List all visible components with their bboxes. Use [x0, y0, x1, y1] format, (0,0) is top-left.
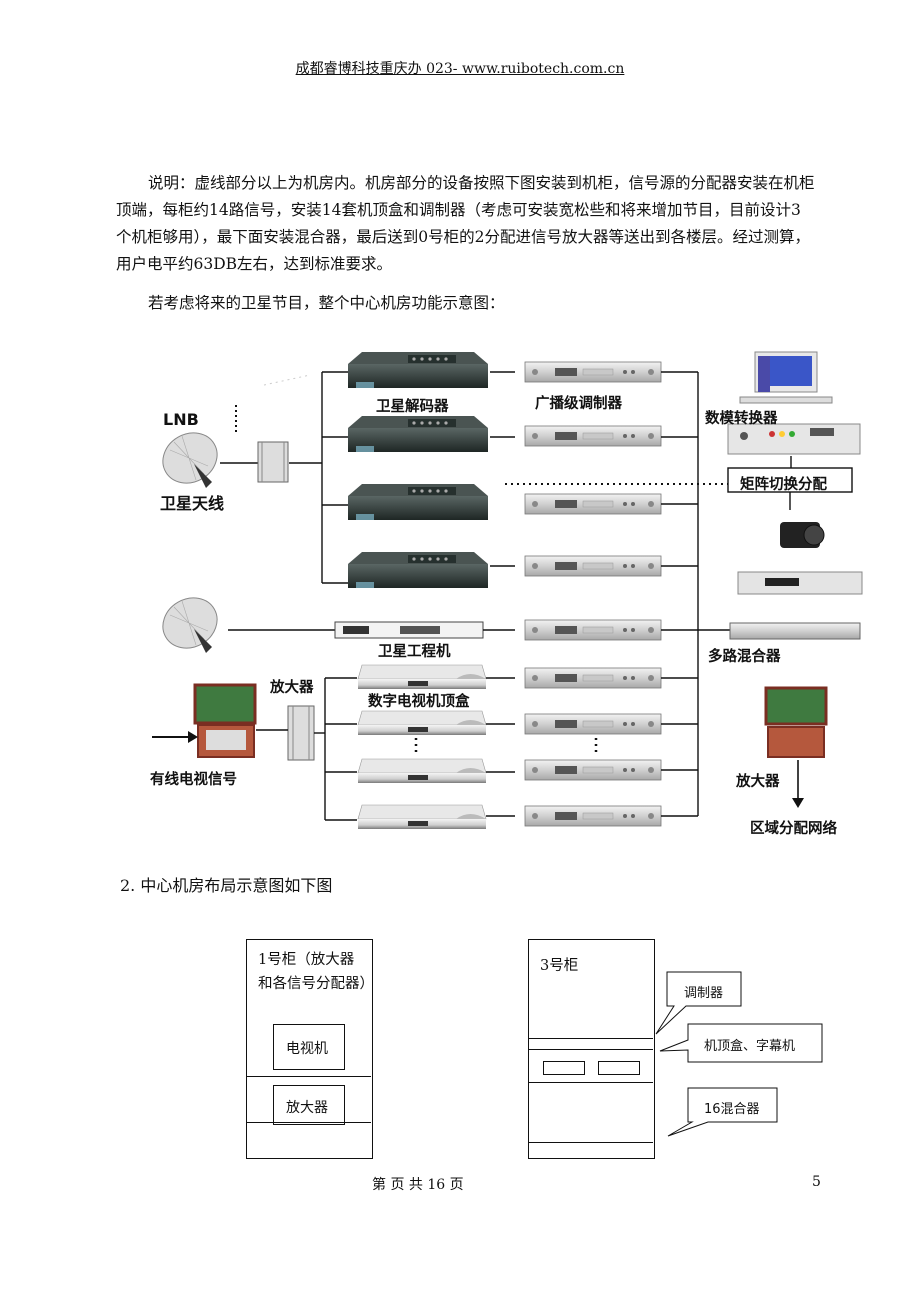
stb-slot-1	[543, 1061, 585, 1075]
satellite-engineering-label: 卫星工程机	[378, 644, 451, 660]
da-converter-label: 数模转换器	[705, 411, 778, 427]
broadcast-modulator-label: 广播级调制器	[535, 396, 622, 412]
cabinet-3-divider-3	[529, 1082, 653, 1083]
footer-page-number: 5	[812, 1174, 821, 1190]
footer-page-count: 第 页 共 16 页	[372, 1177, 464, 1193]
cabinet-1-label: 1号柜（放大器和各信号分配器）	[258, 952, 374, 992]
cabinet-3-label: 3号柜	[540, 958, 579, 974]
amplifier-right-label: 放大器	[736, 774, 780, 790]
lnb-label: LNB	[163, 410, 199, 429]
satellite-intro-paragraph: 若考虑将来的卫星节目，整个中心机房功能示意图：	[116, 290, 816, 317]
matrix-switch-label: 矩阵切换分配	[740, 477, 827, 493]
stb-slot-2	[598, 1061, 640, 1075]
description-text: 说明：虚线部分以上为机房内。机房部分的设备按照下图安装到机柜，信号源的分配器安装…	[116, 174, 815, 273]
satellite-antenna-label: 卫星天线	[160, 494, 225, 513]
cabinet-1-divider-1	[247, 1076, 371, 1077]
tv-label: 电视机	[286, 1041, 328, 1057]
modulator-callout: 调制器	[684, 986, 724, 1001]
amp-box	[273, 1085, 345, 1125]
satellite-intro-text: 若考虑将来的卫星节目，整个中心机房功能示意图：	[148, 294, 505, 312]
stb-subtitle-callout: 机顶盒、字幕机	[704, 1039, 796, 1054]
satellite-decoder-label: 卫星解码器	[376, 399, 449, 415]
cabinet-1-divider-2	[247, 1122, 371, 1123]
cabinet-3-divider-4	[529, 1142, 653, 1143]
regional-network-label: 区域分配网络	[750, 821, 837, 837]
cabinet-3-divider-2	[529, 1049, 653, 1050]
tv-box	[273, 1024, 345, 1070]
description-paragraph: 说明：虚线部分以上为机房内。机房部分的设备按照下图安装到机柜，信号源的分配器安装…	[116, 170, 816, 278]
mixer16-callout: 16混合器	[704, 1102, 760, 1117]
cable-signal-label: 有线电视信号	[150, 772, 237, 788]
cabinet-3-divider-1	[529, 1038, 653, 1039]
header-text: 成都睿博科技重庆办 023- www.ruibotech.com.cn	[295, 61, 625, 77]
amp-label: 放大器	[286, 1100, 328, 1116]
page-header: 成都睿博科技重庆办 023- www.ruibotech.com.cn	[0, 58, 920, 78]
amplifier-left-label: 放大器	[270, 680, 314, 696]
section2-heading: 2. 中心机房布局示意图如下图	[120, 876, 333, 895]
digital-stb-label: 数字电视机顶盒	[368, 694, 470, 710]
multi-mixer-label: 多路混合器	[708, 649, 781, 665]
